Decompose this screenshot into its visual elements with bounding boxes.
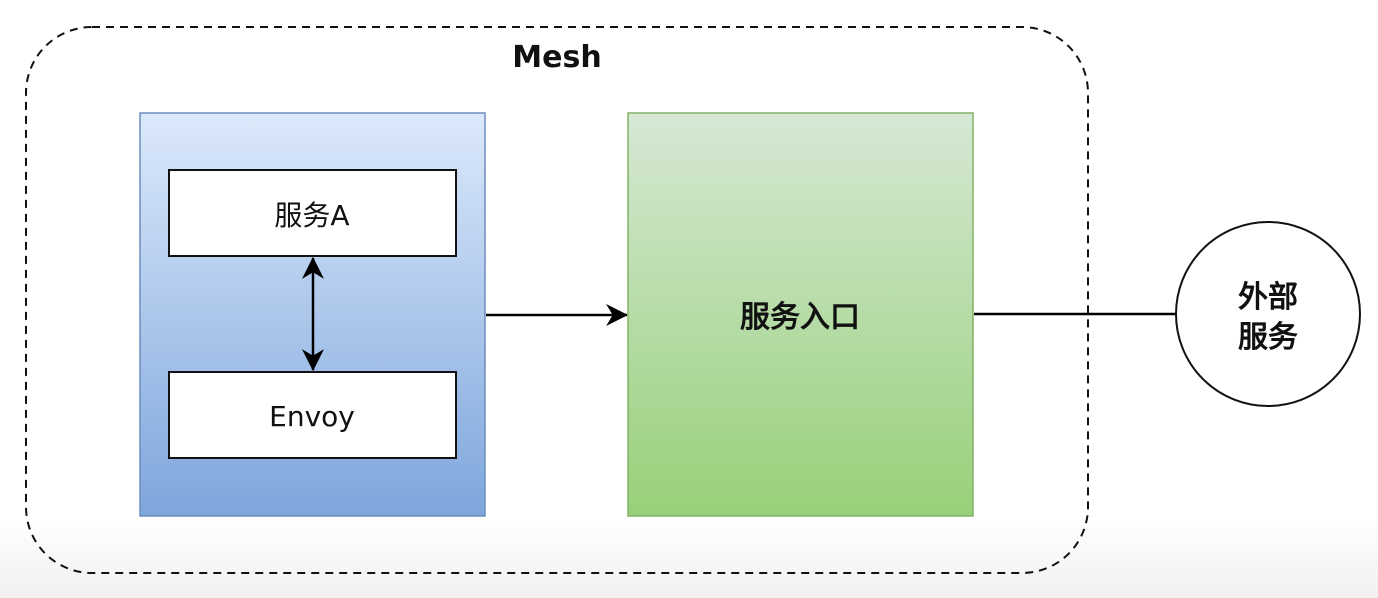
service-entry-node[interactable]: 服务入口 [627,112,974,517]
external-service-label-line1: 外部 [1238,280,1298,315]
envoy-label: Envoy [269,400,355,433]
mesh-boundary [25,26,1089,574]
service-a-node[interactable]: 服务A [168,169,457,257]
service-entry-label: 服务入口 [740,300,860,335]
external-service-label-line2: 服务 [1238,320,1298,355]
external-service-node[interactable]: 外部 服务 [1175,221,1361,407]
service-a-label: 服务A [274,199,349,232]
mesh-title: Mesh [512,40,601,75]
envoy-node[interactable]: Envoy [168,371,457,459]
